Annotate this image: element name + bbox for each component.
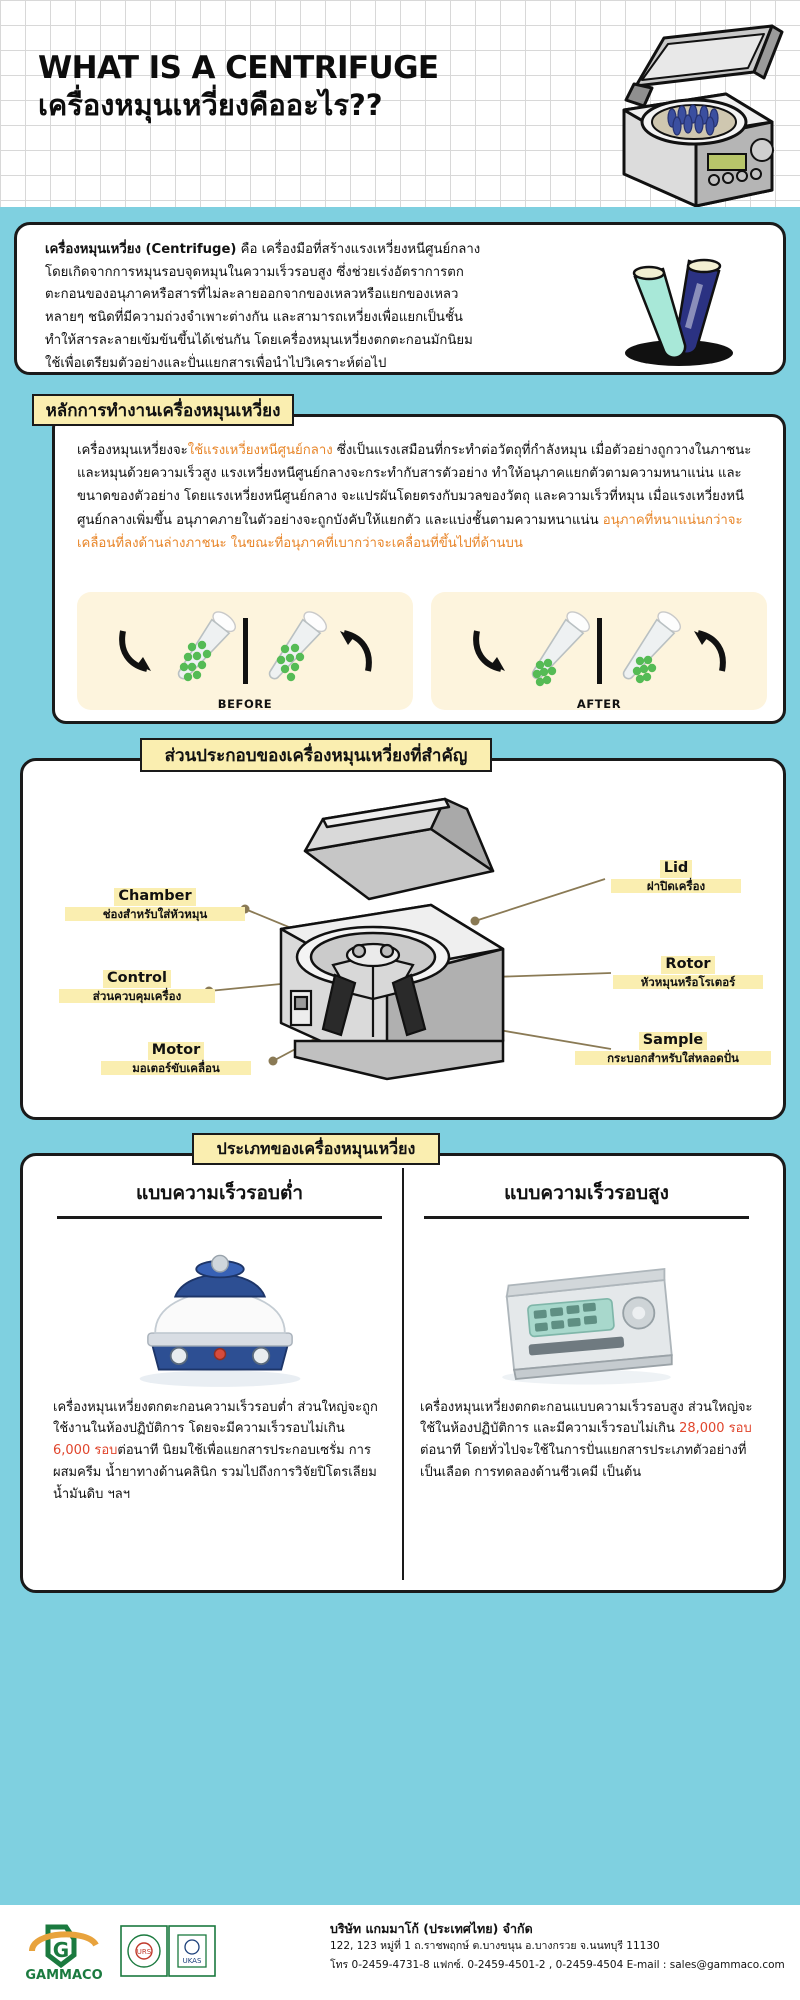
footer-address: 122, 123 หมู่ที่ 1 ถ.ราชพฤกษ์ ต.บางขนุน … [330, 1940, 660, 1952]
intro-card: เครื่องหมุนเหวี่ยง (Centrifuge) คือ เครื… [14, 222, 786, 375]
svg-text:UKAS: UKAS [183, 1957, 202, 1965]
component-label-rotor: Rotor หัวหมุนหรือโรเตอร์ [613, 953, 763, 989]
principle-highlight-2: อนุภาคที่หนาแน่นกว่าจะเคลื่อนที่ลงด้านล่… [77, 512, 743, 551]
types-section-badge: ประเภทของเครื่องหมุนเหวี่ยง [192, 1133, 440, 1165]
footer-contact: โทร 0-2459-4731-8 แฟกซ์. 0-2459-4501-2 ,… [330, 1959, 785, 1971]
principle-highlight-1: ใช้แรงเหวี่ยงหนีศูนย์กลาง [187, 443, 333, 458]
label-sample-th: กระบอกสำหรับใส่หลอดปั่น [575, 1050, 771, 1065]
label-control-en: Control [103, 970, 171, 988]
type-desc-high: เครื่องหมุนเหวี่ยงตกตะกอนแบบความเร็วรอบส… [418, 1397, 755, 1484]
footer-company-name: บริษัท แกมมาโก้ (ประเทศไทย) จำกัด [330, 1921, 533, 1936]
before-label: BEFORE [217, 697, 273, 711]
type-rule-low [57, 1216, 382, 1219]
curved-arrow-down-icon [118, 630, 151, 672]
before-after-diagram: BEFORE [77, 592, 767, 711]
iso-ukas-certification-icon: URS UKAS [120, 1925, 216, 1977]
page-title-th: เครื่องหมุนเหวี่ยงคืออะไร?? [38, 87, 383, 122]
label-chamber-th: ช่องสำหรับใส่หัวหมุน [65, 906, 245, 921]
gammaco-logo-text: GAMMACO [25, 1968, 102, 1983]
after-label: AFTER [576, 697, 622, 711]
high-speed-centrifuge-icon [502, 1267, 673, 1385]
principle-paragraph: เครื่องหมุนเหวี่ยงจะใช้แรงเหวี่ยงหนีศูนย… [77, 439, 767, 555]
type-image-high [418, 1219, 755, 1397]
tube-spun-icon-2 [622, 611, 681, 684]
panel-divider [242, 618, 248, 684]
curved-arrow-down-icon-2 [472, 630, 505, 672]
header-section: WHAT IS A CENTRIFUGE เครื่องหมุนเหวี่ยงค… [0, 0, 800, 207]
intro-bold-lead: เครื่องหมุนเหวี่ยง (Centrifuge) [45, 242, 237, 257]
panel-divider-2 [596, 618, 602, 684]
type-rule-high [424, 1216, 749, 1219]
principle-part1: เครื่องหมุนเหวี่ยงจะ [77, 443, 188, 458]
type-desc-high-a: เครื่องหมุนเหวี่ยงตกตะกอนแบบความเร็วรอบส… [420, 1399, 753, 1437]
label-lid-en: Lid [659, 860, 693, 878]
type-speed-low: 6,000 รอบ [53, 1443, 118, 1459]
component-label-chamber: Chamber ช่องสำหรับใส่หัวหมุน [65, 885, 245, 921]
svg-text:G: G [53, 1938, 69, 1962]
principle-part2: ซึ่งเป็นแรงเสมือนที่กระทำต่อวัตถุที่กำลั… [77, 443, 752, 528]
tube-unspun-icon-2 [268, 611, 327, 682]
type-column-high-speed: แบบความเร็วรอบสูง [404, 1168, 769, 1580]
label-motor-th: มอเตอร์ขับเคลื่อน [101, 1060, 251, 1075]
centrifuge-exploded-diagram-icon [279, 797, 505, 1081]
type-title-low: แบบความเร็วรอบต่ำ [136, 1182, 303, 1204]
two-test-tubes-icon [625, 258, 733, 366]
intro-body: คือ เครื่องมือที่สร้างแรงเหวี่ยงหนีศูนย์… [45, 242, 481, 371]
gammaco-logo-icon: G GAMMACO [25, 1924, 103, 1983]
svg-text:URS: URS [137, 1948, 152, 1956]
principle-section-badge: หลักการทำงานเครื่องหมุนเหวี่ยง [32, 394, 294, 426]
component-label-sample: Sample กระบอกสำหรับใส่หลอดปั่น [575, 1029, 771, 1065]
curved-arrow-up-icon-2 [693, 630, 726, 672]
intro-paragraph: เครื่องหมุนเหวี่ยง (Centrifuge) คือ เครื… [45, 239, 485, 375]
before-panel: BEFORE [77, 592, 413, 711]
principle-card: เครื่องหมุนเหวี่ยงจะใช้แรงเหวี่ยงหนีศูนย… [52, 414, 786, 724]
types-card: แบบความเร็วรอบต่ำ [20, 1153, 786, 1593]
type-column-low-speed: แบบความเร็วรอบต่ำ [37, 1168, 404, 1580]
component-label-control: Control ส่วนควบคุมเครื่อง [59, 967, 215, 1003]
header-title-block: WHAT IS A CENTRIFUGE เครื่องหมุนเหวี่ยงค… [38, 52, 458, 123]
type-title-high: แบบความเร็วรอบสูง [504, 1182, 669, 1204]
label-sample-en: Sample [638, 1032, 708, 1050]
component-label-lid: Lid ฝาปิดเครื่อง [611, 857, 741, 893]
page-title-en: WHAT IS A CENTRIFUGE [38, 50, 439, 86]
label-chamber-en: Chamber [114, 888, 196, 906]
type-desc-low: เครื่องหมุนเหวี่ยงตกตะกอนความเร็วรอบต่ำ … [51, 1397, 388, 1506]
type-speed-high: 28,000 รอบ [679, 1421, 752, 1437]
after-panel: AFTER [431, 592, 767, 711]
label-rotor-en: Rotor [661, 956, 715, 974]
type-desc-low-a: เครื่องหมุนเหวี่ยงตกตะกอนความเร็วรอบต่ำ … [53, 1399, 378, 1437]
types-columns: แบบความเร็วรอบต่ำ [37, 1168, 769, 1580]
centrifuge-open-lid-icon [622, 24, 784, 207]
tube-unspun-icon [177, 611, 236, 682]
components-section-badge: ส่วนประกอบของเครื่องหมุนเหวี่ยงที่สำคัญ [140, 738, 492, 772]
footer-section: G GAMMACO URS UKAS บริษัท แกมมาโก้ (ประเ… [0, 1905, 800, 2000]
label-motor-en: Motor [147, 1042, 205, 1060]
low-speed-centrifuge-icon [139, 1254, 300, 1387]
components-card: Lid ฝาปิดเครื่อง Chamber ช่องสำหรับใส่หั… [20, 758, 786, 1120]
label-control-th: ส่วนควบคุมเครื่อง [59, 988, 215, 1003]
tube-spun-icon [531, 611, 590, 687]
label-rotor-th: หัวหมุนหรือโรเตอร์ [613, 974, 763, 989]
curved-arrow-up-icon [339, 630, 372, 672]
type-image-low [51, 1219, 388, 1397]
type-desc-high-b: ต่อนาที โดยทั่วไปจะใช้ในการปั่นแยกสารประ… [420, 1443, 747, 1480]
type-desc-low-b: ต่อนาที นิยมใช้เพื่อแยกสารประกอบเซรั่ม ก… [53, 1443, 377, 1502]
label-lid-th: ฝาปิดเครื่อง [611, 878, 741, 893]
component-label-motor: Motor มอเตอร์ขับเคลื่อน [101, 1039, 251, 1075]
